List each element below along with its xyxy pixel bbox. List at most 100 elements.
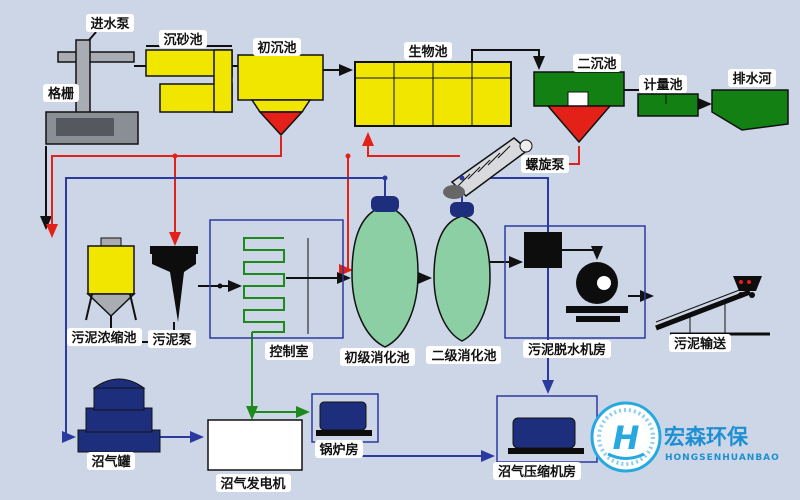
svg-text:二级消化池: 二级消化池	[431, 348, 496, 364]
screw-base	[443, 185, 465, 199]
conveyor-supports	[689, 303, 726, 334]
sludge-to-digester-line	[339, 156, 353, 276]
svg-text:沼气发电机: 沼气发电机	[220, 476, 285, 492]
label-primary-digester: 初级消化池	[340, 348, 415, 366]
primary-sed-funnel	[258, 111, 304, 137]
sludge-thickener-unit	[85, 237, 137, 321]
thickener-legs	[85, 293, 137, 321]
logo-text-ring	[597, 408, 655, 466]
svg-text:螺旋泵: 螺旋泵	[525, 157, 564, 173]
grit-right-column	[213, 49, 233, 113]
control-room-box	[209, 219, 344, 339]
sludge-pump-unit	[150, 246, 198, 322]
primary-sludge-line	[46, 136, 282, 238]
svg-text:初级消化池: 初级消化池	[344, 350, 409, 366]
cart-wheel-left	[738, 292, 744, 298]
centrifuge-base-2	[576, 316, 620, 322]
secondary-sed-weir	[567, 91, 589, 107]
svg-text:锅炉房: 锅炉房	[319, 442, 358, 458]
screw-pump-unit	[443, 137, 533, 199]
secondary-digester-unit	[433, 202, 491, 342]
secondary-sedimentation-unit	[533, 71, 625, 144]
label-biogas-tank: 沼气罐	[87, 452, 135, 470]
junction-red-2	[345, 153, 351, 159]
label-sludge-pump: 污泥泵	[148, 330, 196, 348]
bio-to-secondary-pipe	[471, 49, 545, 70]
dewatering-room-box	[504, 225, 646, 339]
screen-platform	[57, 51, 135, 63]
svg-text:污泥输送: 污泥输送	[674, 336, 727, 352]
svg-text:排水河: 排水河	[732, 71, 771, 87]
primary-sedimentation-unit	[237, 54, 324, 137]
sludge-dewatering-unit	[504, 225, 646, 339]
gastank-dome	[92, 378, 146, 389]
return-sludge-line	[362, 132, 460, 157]
biological-tank-unit	[354, 61, 512, 127]
svg-text:生物池: 生物池	[408, 44, 447, 60]
control-room-unit	[209, 219, 344, 339]
junction-black-1	[217, 283, 223, 289]
logo-company-romanized: HONGSENHUANBAO	[665, 453, 780, 463]
centrifuge-hub	[597, 276, 611, 290]
label-primary-sedimentation: 初沉池	[253, 38, 301, 56]
cart-dot-1	[739, 280, 743, 284]
heat-exchanger-coil	[243, 237, 285, 333]
thickener-cone	[86, 293, 136, 318]
river-shape	[711, 89, 789, 131]
pipe-junctions	[172, 153, 465, 415]
svg-text:计量池: 计量池	[643, 77, 682, 93]
secondary-sed-funnel	[546, 105, 612, 144]
boiler-room-unit	[311, 393, 379, 443]
bar-screen-unit	[45, 39, 139, 145]
screen-channel-water	[56, 118, 114, 136]
svg-text:控制室: 控制室	[269, 344, 308, 360]
boiler-base	[316, 430, 372, 436]
svg-text:沼气罐: 沼气罐	[91, 454, 130, 470]
label-secondary-digester: 二级消化池	[426, 346, 501, 364]
gastank-tier-2	[85, 407, 153, 433]
compressor-base	[508, 448, 584, 454]
label-boiler-room: 锅炉房	[315, 440, 363, 458]
centrifuge-base-1	[566, 306, 628, 313]
sludge-pump-top	[150, 246, 198, 254]
label-biogas-generator: 沼气发电机	[216, 474, 291, 492]
junction-green-1	[249, 409, 255, 415]
junction-navy-1	[382, 175, 388, 181]
svg-text:格栅: 格栅	[48, 86, 74, 102]
conveyor-rail	[655, 285, 751, 323]
svg-text:沼气压缩机房: 沼气压缩机房	[498, 464, 576, 480]
label-secondary-sedimentation: 二沉池	[573, 54, 621, 72]
svg-text:污泥浓缩池: 污泥浓缩池	[71, 330, 136, 346]
svg-text:污泥脱水机房: 污泥脱水机房	[528, 342, 606, 358]
primary-sed-funnel-top	[250, 99, 312, 113]
primary-digester-egg	[351, 205, 419, 348]
biogas-generator-unit	[207, 419, 303, 471]
primary-digester-unit	[351, 196, 419, 348]
secondary-digester-egg	[433, 215, 491, 342]
svg-text:二沉池: 二沉池	[577, 56, 616, 72]
sludge-pump-body	[152, 254, 196, 322]
conveyor-belt	[655, 289, 751, 331]
label-compressor-room: 沼气压缩机房	[493, 462, 581, 480]
svg-text:沉砂池: 沉砂池	[163, 32, 202, 48]
label-inlet-pump: 进水泵	[86, 14, 134, 32]
digester-to-gastank-line	[62, 177, 386, 443]
junction-navy-2	[459, 175, 465, 181]
sludge-cart	[733, 276, 762, 291]
cart-wheel-right	[749, 292, 755, 298]
boiler-tank	[319, 401, 367, 431]
primary-sed-basin	[237, 54, 324, 101]
label-sludge-conveying: 污泥输送	[669, 334, 731, 352]
svg-text:进水泵: 进水泵	[90, 16, 129, 32]
label-sludge-thickener: 污泥浓缩池	[67, 328, 142, 346]
dewatering-internal-pipe	[562, 246, 603, 260]
label-grit-chamber: 沉砂池	[159, 30, 207, 48]
screw-motor	[519, 139, 533, 153]
generator-box	[207, 419, 303, 471]
label-drainage-river: 排水河	[728, 69, 776, 87]
label-screw-pump: 螺旋泵	[521, 155, 569, 173]
drainage-river-unit	[711, 89, 789, 131]
metering-basin	[637, 93, 699, 117]
